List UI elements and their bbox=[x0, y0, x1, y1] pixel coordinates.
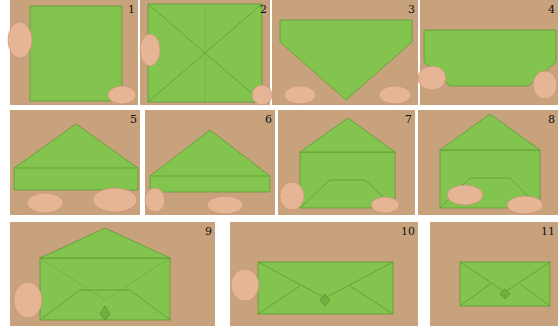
green-paper bbox=[14, 4, 556, 320]
callout-number: 11 bbox=[540, 226, 556, 238]
callout-number: 7 bbox=[404, 114, 413, 126]
callout-number: 1 bbox=[127, 4, 136, 16]
callout-number: 5 bbox=[129, 114, 138, 126]
small-flaps bbox=[100, 289, 510, 320]
callout-number: 6 bbox=[264, 114, 273, 126]
callout-number: 10 bbox=[400, 226, 416, 238]
callout-number: 9 bbox=[204, 226, 213, 238]
callout-number: 4 bbox=[547, 4, 556, 16]
callout-number: 2 bbox=[259, 4, 268, 16]
callout-number: 8 bbox=[547, 114, 556, 126]
hands bbox=[8, 22, 557, 318]
table-grounds bbox=[10, 0, 558, 326]
callout-number: 3 bbox=[407, 4, 416, 16]
fold-creases bbox=[14, 4, 550, 320]
